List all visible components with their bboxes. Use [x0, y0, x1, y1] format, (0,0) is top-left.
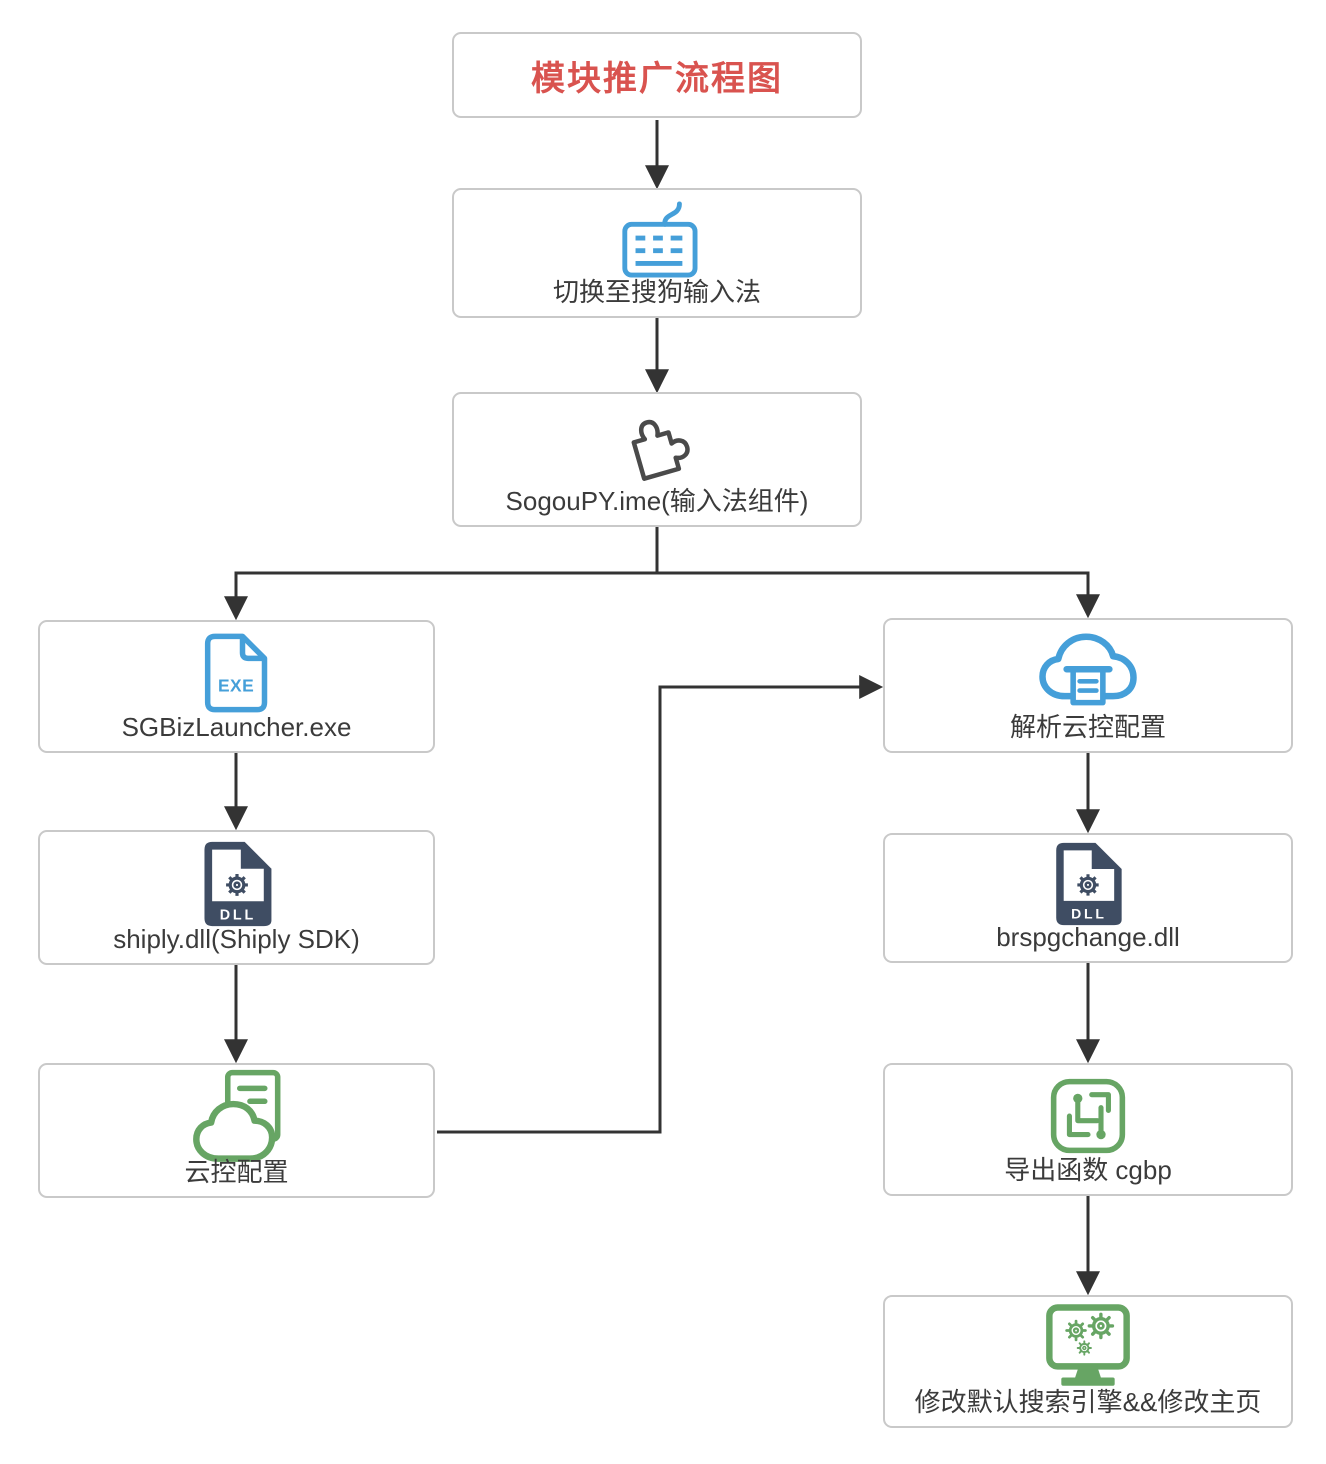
- dll-badge-text: DLL: [219, 907, 255, 923]
- puzzle-icon: [614, 404, 700, 487]
- exe-badge-text: EXE: [217, 675, 253, 695]
- diagram-title: 模块推广流程图: [531, 60, 783, 98]
- node-switch-ime: 切换至搜狗输入法: [452, 188, 862, 318]
- cloud-config-icon: [1036, 630, 1140, 713]
- node-label: 云控配置: [184, 1157, 289, 1188]
- node-sogoupy-ime: SogouPY.ime(输入法组件): [452, 392, 862, 527]
- function-export-icon: [1049, 1075, 1127, 1156]
- keyboard-icon: [608, 200, 706, 278]
- edge-sogoupy-to-parse: [657, 571, 1100, 619]
- edge-sogoupy-to-launcher: [224, 571, 657, 621]
- edge-cloudcfg-to-parse: [437, 675, 884, 1134]
- node-sgbizlauncher: EXE SGBizLauncher.exe: [38, 620, 435, 753]
- node-shiply-dll: DLL shiply.dll(Shiply SDK): [38, 830, 435, 965]
- node-title: 模块推广流程图: [452, 32, 862, 118]
- node-modify-search-homepage: 修改默认搜索引擎&&修改主页: [883, 1295, 1293, 1428]
- node-label: 切换至搜狗输入法: [552, 277, 761, 308]
- node-label: 导出函数 cgbp: [1004, 1155, 1172, 1186]
- node-brspgchange-dll: DLL brspgchange.dll: [883, 833, 1293, 963]
- exe-file-icon: EXE: [204, 632, 270, 713]
- dll-badge-text: DLL: [1071, 906, 1107, 922]
- node-label: shiply.dll(Shiply SDK): [113, 924, 360, 955]
- node-label: 修改默认搜索引擎&&修改主页: [914, 1387, 1262, 1418]
- dll-file-icon: DLL: [200, 841, 274, 926]
- node-label: brspgchange.dll: [996, 922, 1180, 953]
- dll-file-icon: DLL: [1052, 843, 1124, 926]
- cloud-doc-icon: [190, 1069, 284, 1162]
- monitor-gears-icon: [1042, 1304, 1134, 1388]
- node-label: 解析云控配置: [1009, 712, 1166, 743]
- node-parse-cloud-config: 解析云控配置: [883, 618, 1293, 753]
- node-label: SogouPY.ime(输入法组件): [505, 486, 809, 517]
- node-label: SGBizLauncher.exe: [121, 712, 352, 743]
- node-export-function-cgbp: 导出函数 cgbp: [883, 1063, 1293, 1196]
- node-cloud-config: 云控配置: [38, 1063, 435, 1198]
